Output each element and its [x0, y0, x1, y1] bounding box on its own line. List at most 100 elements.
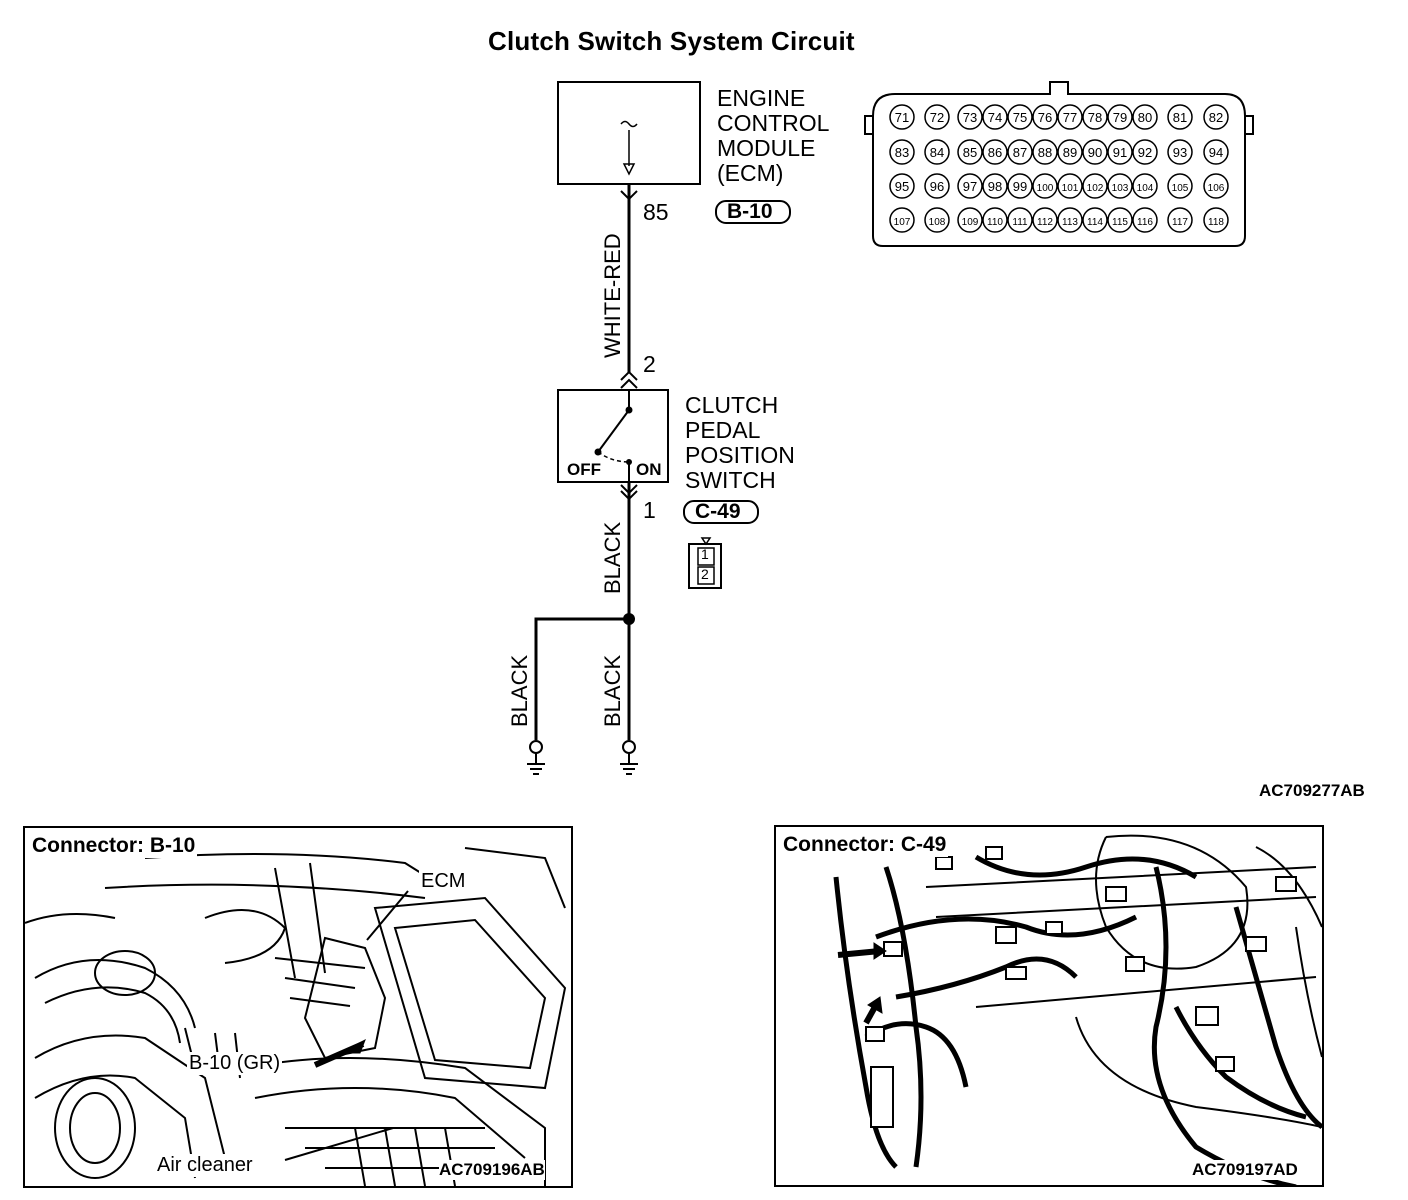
- switch-connector-code: C-49: [695, 500, 741, 523]
- ecm-pin-label: 103: [1112, 183, 1129, 194]
- ecm-pin-circle: [1082, 207, 1108, 233]
- switch-pin-top: 2: [643, 351, 656, 377]
- ecm-pin-label: 111: [1012, 217, 1028, 228]
- switch-name-line-2: PEDAL: [685, 417, 761, 443]
- ecm-pin-label: 81: [1173, 110, 1187, 125]
- ecm-pin-label: 100: [1037, 183, 1054, 194]
- photo-b10-air-cleaner-label: Air cleaner: [155, 1154, 255, 1177]
- wire-color-black-left: BLACK: [507, 654, 532, 727]
- ecm-pin-circle: [889, 104, 915, 130]
- ecm-pin-circle: [982, 173, 1008, 199]
- ecm-pin-label: 113: [1062, 217, 1078, 228]
- ecm-pin-label: 108: [929, 217, 946, 228]
- switch-connector-tag-frame: [683, 500, 759, 524]
- ecm-pin-label: 96: [930, 179, 944, 194]
- ecm-pin-number: 85: [643, 199, 669, 225]
- ecm-pin-circle: [1203, 207, 1229, 233]
- wire-color-black-upper: BLACK: [600, 521, 625, 594]
- ecm-pin-circle: [1107, 173, 1133, 199]
- ecm-pin-label: 112: [1037, 217, 1053, 228]
- ecm-pin-label: 94: [1209, 145, 1223, 160]
- ecm-pin-label: 106: [1208, 183, 1225, 194]
- ecm-pin-circle: [1082, 104, 1108, 130]
- ecm-pin-circle: [1007, 139, 1033, 165]
- ecm-pin-label: 97: [963, 179, 977, 194]
- engine-bay-illustration: [25, 847, 567, 1186]
- ecm-pin-circle: [924, 173, 950, 199]
- ecm-pin-circle: [1007, 173, 1033, 199]
- ecm-pin-label: 102: [1087, 183, 1104, 194]
- ecm-pin-circle: [889, 173, 915, 199]
- ecm-pin-circle: [1132, 104, 1158, 130]
- ecm-pin-label: 80: [1138, 110, 1152, 125]
- switch-off-label: OFF: [567, 460, 601, 479]
- c49-connector-face: [688, 537, 722, 589]
- ecm-pin-circle: [957, 207, 983, 233]
- ecm-pin-circle: [1057, 207, 1083, 233]
- ecm-pin-circle: [1107, 207, 1133, 233]
- photo-panel-b10: Connector: B-10 ECM B-10 (GR) Air cleane…: [23, 826, 573, 1188]
- ecm-pin-circle: [1203, 139, 1229, 165]
- ecm-pin-label: 73: [963, 110, 977, 125]
- diagram-title: Clutch Switch System Circuit: [488, 26, 855, 56]
- clutch-switch-box: [557, 389, 669, 483]
- ecm-pin-label: 83: [895, 145, 909, 160]
- ecm-pin-circle: [1167, 104, 1193, 130]
- ecm-pin-circle: [1167, 173, 1193, 199]
- ecm-pin-label: 90: [1088, 145, 1102, 160]
- ecm-pin-circle: [924, 104, 950, 130]
- ecm-pin-circle: [1167, 207, 1193, 233]
- dashboard-harness-illustration: [833, 834, 1322, 1185]
- ecm-pin-label: 99: [1013, 179, 1027, 194]
- ecm-pin-circle: [1082, 139, 1108, 165]
- ecm-pin-label: 85: [963, 145, 977, 160]
- ecm-pin-label: 78: [1088, 110, 1102, 125]
- ecm-pin-circle: [1167, 139, 1193, 165]
- ecm-pin-label: 76: [1038, 110, 1052, 125]
- ecm-pin-circle: [889, 139, 915, 165]
- ecm-pin-label: 82: [1209, 110, 1223, 125]
- ecm-pin-circle: [1057, 139, 1083, 165]
- photo-c49-ref: AC709197AD: [1192, 1160, 1298, 1180]
- ecm-pin-label: 72: [930, 110, 944, 125]
- photo-b10-ref: AC709196AB: [439, 1160, 545, 1180]
- ecm-pin-label: 71: [895, 110, 909, 125]
- ecm-pin-label: 84: [930, 145, 944, 160]
- ecm-name-line-3: MODULE: [717, 135, 816, 161]
- switch-name-line-4: SWITCH: [685, 467, 776, 493]
- ecm-pin-circle: [1203, 104, 1229, 130]
- ecm-name-line-4: (ECM): [717, 160, 784, 186]
- photo-panel-c49: Connector: C-49 AC709197AD: [774, 825, 1324, 1187]
- ecm-pin-label: 115: [1112, 217, 1128, 228]
- ecm-pin-circle: [1032, 173, 1058, 199]
- ecm-pin-label: 104: [1137, 183, 1154, 194]
- ecm-pin-label: 110: [987, 217, 1003, 228]
- ecm-pin-circle: [1203, 173, 1229, 199]
- ecm-pin-circle: [889, 207, 915, 233]
- ecm-pin-circle: [924, 139, 950, 165]
- ecm-pin-circle: [924, 207, 950, 233]
- ecm-pin-circle: [1057, 173, 1083, 199]
- ecm-pin-circle: [1057, 104, 1083, 130]
- ecm-pin-label: 79: [1113, 110, 1127, 125]
- figure-ref-main: AC709277AB: [1259, 781, 1365, 800]
- ecm-pin-circle: [1007, 104, 1033, 130]
- ecm-pin-circle: [957, 104, 983, 130]
- ecm-pin-circle: [1132, 139, 1158, 165]
- ecm-pin-label: 88: [1038, 145, 1052, 160]
- photo-b10-title: Connector: B-10: [30, 834, 198, 858]
- wire-color-white-red: WHITE-RED: [600, 233, 625, 358]
- ecm-signal-symbol: [620, 120, 638, 128]
- wire-color-black-right: BLACK: [600, 654, 625, 727]
- ecm-pin-label: 93: [1173, 145, 1187, 160]
- ecm-pin-label: 101: [1062, 183, 1079, 194]
- ground-symbol-left: [527, 740, 545, 775]
- switch-name-line-1: CLUTCH: [685, 392, 779, 418]
- ecm-connector-tag-frame: [715, 200, 791, 224]
- ecm-pin-label: 114: [1087, 217, 1103, 228]
- ecm-pin-circle: [982, 139, 1008, 165]
- ecm-pin-circle: [1107, 139, 1133, 165]
- ecm-pin-label: 92: [1138, 145, 1152, 160]
